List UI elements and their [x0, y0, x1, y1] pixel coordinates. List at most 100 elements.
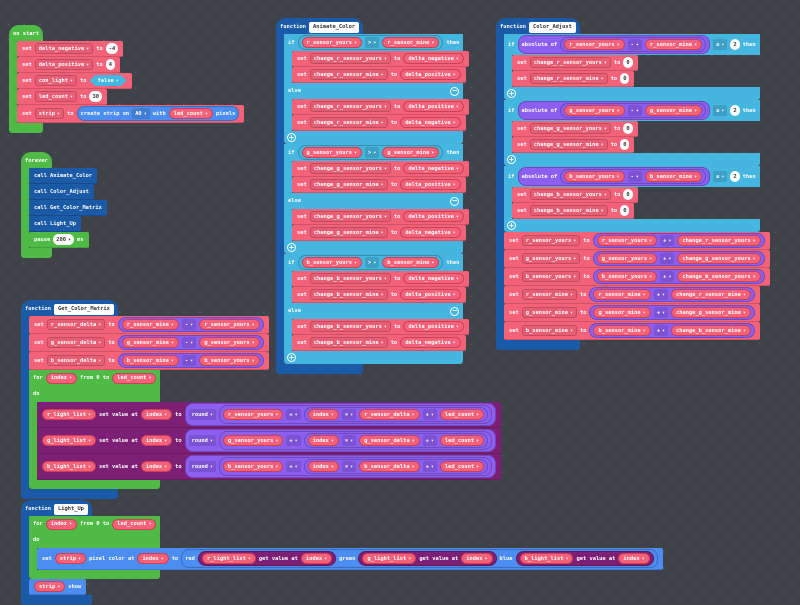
variable-reporter[interactable]: r_light_list — [42, 409, 96, 420]
add-branch-icon[interactable]: + — [507, 155, 516, 164]
variables-statement-block[interactable]: setg_sensor_yourstog_sensor_yours+change… — [504, 250, 770, 268]
variable-reporter[interactable]: b_sensor_delta — [359, 461, 420, 472]
logic-reporter-block[interactable]: r_sensor_yours>r_sensor_mine — [297, 35, 444, 50]
variable-reporter[interactable]: r_sensor_mine — [644, 39, 703, 50]
variable-field-dropdown[interactable]: change_g_sensor_mine — [529, 139, 608, 150]
variable-reporter[interactable]: r_sensor_yours — [596, 235, 658, 246]
neopixel-statement-block[interactable]: stripshow — [29, 579, 87, 595]
variable-reporter[interactable]: index — [618, 553, 650, 564]
number-input[interactable]: 0 — [620, 205, 630, 216]
function-name-input[interactable]: Get_Color_Matrix — [53, 303, 114, 315]
operator-dropdown[interactable]: + — [286, 461, 301, 472]
variable-reporter[interactable]: led_count — [112, 372, 157, 384]
math-reporter-block[interactable]: g_sensor_yours+index×g_sensor_delta+led_… — [218, 431, 493, 450]
arrays-statement-block[interactable]: b_light_listset value atindextoroundb_se… — [37, 454, 502, 480]
operator-dropdown[interactable]: > — [364, 37, 380, 48]
variable-reporter[interactable]: change_b_sensor_yours — [677, 271, 761, 282]
variable-field-dropdown[interactable]: change_b_sensor_mine — [309, 337, 388, 348]
variable-field-dropdown[interactable]: change_r_sensor_yours — [529, 57, 611, 68]
variable-reporter[interactable]: b_sensor_mine — [644, 171, 703, 182]
add-branch-icon[interactable]: + — [507, 221, 516, 230]
variable-reporter[interactable]: b_sensor_yours — [199, 355, 260, 366]
neopixel-reporter-block[interactable]: create strip onA0withled_countpixels — [76, 106, 240, 121]
variables-statement-block[interactable]: setr_sensor_minetor_sensor_mine+change_r… — [504, 286, 760, 304]
operator-dropdown[interactable]: + — [286, 435, 301, 446]
variable-field-dropdown[interactable]: g_sensor_delta — [46, 337, 106, 348]
operator-dropdown[interactable]: + — [653, 325, 668, 336]
variables-statement-block[interactable]: setb_sensor_deltatob_sensor_mine-b_senso… — [29, 352, 269, 370]
math-reporter-block[interactable]: r_sensor_yours-r_sensor_mine — [560, 37, 707, 52]
block-header[interactable]: else− — [284, 193, 464, 209]
operator-dropdown[interactable]: ≤ — [713, 171, 728, 182]
operator-dropdown[interactable]: ≤ — [713, 39, 728, 50]
block-header[interactable]: ifb_sensor_yours>b_sensor_minethen — [284, 254, 464, 271]
block-header[interactable]: else− — [284, 303, 464, 319]
number-input[interactable]: 0 — [623, 123, 633, 134]
variable-field-dropdown[interactable]: b_sensor_yours — [521, 271, 581, 282]
variable-field-dropdown[interactable]: g_sensor_mine — [521, 307, 577, 318]
math-reporter-block[interactable]: roundb_sensor_yours+index×b_sensor_delta… — [184, 455, 497, 478]
math-reporter-block[interactable]: g_sensor_mine+change_g_sensor_mine — [589, 305, 755, 320]
variable-field-dropdown[interactable]: led_count — [34, 91, 77, 102]
variable-reporter[interactable]: delta_positive — [400, 179, 461, 190]
remove-else-icon[interactable]: − — [450, 196, 460, 206]
math-reporter-block[interactable]: absolute ofg_sensor_yours-g_sensor_mine — [517, 101, 711, 120]
operator-dropdown[interactable]: + — [286, 409, 301, 420]
number-input[interactable]: 2 — [730, 105, 740, 116]
variable-reporter[interactable]: strip — [34, 581, 66, 592]
add-branch-icon[interactable]: + — [287, 133, 296, 142]
logic-reporter-block[interactable]: b_sensor_yours>b_sensor_mine — [297, 255, 444, 270]
variable-field-dropdown[interactable]: change_g_sensor_yours — [309, 211, 391, 222]
arrays-statement-block[interactable]: g_light_listset value atindextoroundg_se… — [37, 428, 502, 454]
variable-reporter[interactable]: index — [140, 435, 173, 446]
operator-dropdown[interactable]: round — [188, 409, 216, 420]
variables-statement-block[interactable]: setstriptocreate strip onA0withled_count… — [17, 105, 245, 123]
variable-reporter[interactable]: delta_positive — [403, 101, 464, 112]
operator-dropdown[interactable]: + — [422, 461, 437, 472]
variable-reporter[interactable]: r_sensor_yours — [222, 409, 284, 420]
variable-field-dropdown[interactable]: strip — [34, 108, 64, 119]
variable-field-dropdown[interactable]: b_sensor_delta — [46, 355, 106, 366]
neopixel-statement-block[interactable]: setstrippixel color atindextoredr_light_… — [37, 548, 663, 570]
operator-dropdown[interactable]: round — [188, 435, 216, 446]
arrays-statement-block[interactable]: r_light_listset value atindextoroundr_se… — [37, 402, 502, 428]
variable-reporter[interactable]: delta_negative — [400, 337, 461, 348]
logic-reporter-block[interactable]: g_sensor_yours>g_sensor_mine — [297, 145, 444, 160]
math-reporter-block[interactable]: r_sensor_mine+change_r_sensor_mine — [589, 287, 755, 302]
variable-reporter[interactable]: delta_positive — [403, 211, 464, 222]
variable-reporter[interactable]: index — [45, 518, 77, 530]
variable-reporter[interactable]: delta_negative — [403, 163, 464, 174]
variable-reporter[interactable]: change_r_sensor_yours — [677, 235, 761, 246]
variable-reporter[interactable]: b_sensor_yours — [301, 257, 362, 268]
variable-field-dropdown[interactable]: r_sensor_yours — [521, 235, 581, 246]
number-input[interactable]: 0 — [620, 73, 630, 84]
variable-field-dropdown[interactable]: change_b_sensor_mine — [529, 205, 608, 216]
operator-dropdown[interactable]: A0 — [132, 108, 150, 119]
operator-dropdown[interactable]: - — [627, 171, 642, 182]
block-header[interactable]: ifr_sensor_yours>r_sensor_minethen — [284, 34, 464, 51]
variable-reporter[interactable]: index — [140, 409, 173, 420]
function-name-input[interactable]: Light_Up — [53, 503, 88, 515]
variable-field-dropdown[interactable]: change_r_sensor_yours — [309, 53, 391, 64]
variable-field-dropdown[interactable]: b_sensor_mine — [521, 325, 577, 336]
block-header[interactable]: do — [29, 386, 161, 402]
variable-reporter[interactable]: r_sensor_yours — [564, 39, 625, 50]
math-reporter-block[interactable]: b_sensor_yours+change_b_sensor_yours — [592, 269, 765, 284]
operator-dropdown[interactable]: × — [341, 461, 357, 472]
